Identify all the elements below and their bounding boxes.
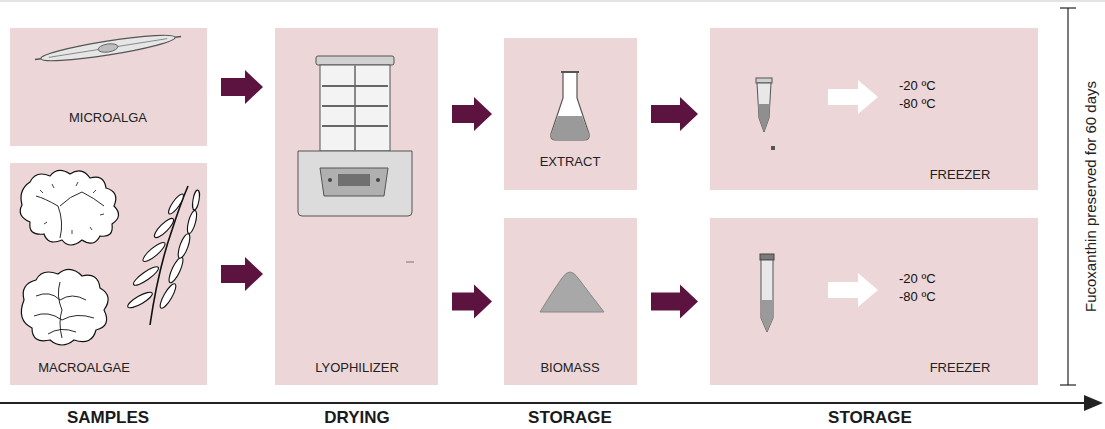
box-label: LYOPHILIZER	[315, 360, 399, 376]
block-arrow	[452, 97, 492, 131]
biomass-illustration	[540, 272, 604, 312]
white-arrow	[828, 80, 878, 114]
temperature-text: -20 ºC -80 ºC	[899, 77, 957, 113]
side-note: Fucoxanthin preserved for 60 days	[1082, 81, 1099, 312]
process-box: -20 ºC -80 ºC FREEZER	[710, 218, 1038, 385]
flask-illustration	[551, 72, 589, 140]
box-label: MACROALGAE	[38, 360, 130, 376]
box-label: FREEZER	[930, 360, 991, 376]
block-arrow	[651, 97, 698, 131]
stage-label: SAMPLES	[67, 408, 149, 428]
block-arrow	[221, 257, 263, 291]
stage-label: STORAGE	[828, 408, 912, 428]
box-label: EXTRACT	[540, 154, 601, 170]
block-arrow	[221, 70, 263, 104]
stage-label: STORAGE	[528, 408, 612, 428]
macroalga-illustration	[126, 186, 201, 325]
tube-illustration	[756, 78, 775, 150]
tube-illustration	[760, 254, 774, 332]
lyophilizer-illustration	[298, 56, 414, 262]
white-arrow	[828, 273, 878, 307]
macroalga-illustration	[21, 269, 108, 345]
temperature-text: -20 ºC -80 ºC	[899, 270, 957, 306]
block-arrow	[452, 285, 492, 319]
frame-line	[0, 1, 1105, 2]
diatom-illustration	[34, 30, 182, 67]
block-arrow	[651, 285, 698, 319]
stage-label: DRYING	[324, 408, 390, 428]
bracket	[1060, 8, 1076, 385]
box-label: FREEZER	[930, 167, 991, 183]
box-label: BIOMASS	[540, 360, 599, 376]
macroalga-illustration	[20, 170, 118, 245]
box-label: MICROALGA	[69, 110, 147, 126]
